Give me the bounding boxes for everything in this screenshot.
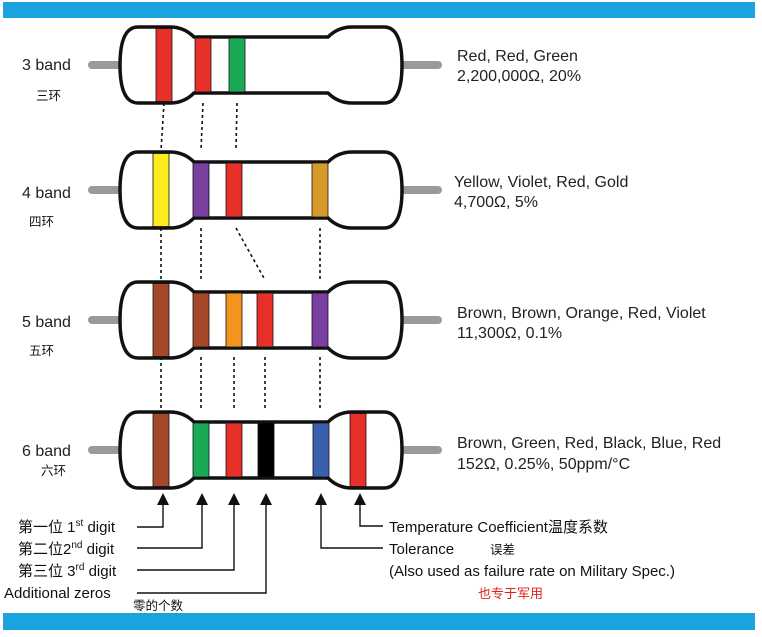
legend-digit1: 第一位 1st digit xyxy=(18,518,116,536)
color-band-green xyxy=(228,37,246,93)
lead-left xyxy=(88,186,122,194)
top-blue-bar xyxy=(3,2,755,18)
arrowhead-tempco xyxy=(354,493,366,505)
lead-left xyxy=(88,316,122,324)
color-band-violet xyxy=(311,292,329,348)
reading-value-6: 152Ω, 0.25%, 50ppm/°C xyxy=(457,456,630,473)
legend-tempco: Temperature Coefficient温度系数 xyxy=(389,519,608,536)
resistor-group xyxy=(88,25,442,490)
arrow-tolerance xyxy=(320,503,383,549)
band-cn-4: 四环 xyxy=(29,215,54,229)
arrow-tempco xyxy=(359,503,383,527)
legend-arrows xyxy=(137,503,383,594)
color-band-orange xyxy=(225,292,243,348)
color-band-red xyxy=(155,28,173,102)
color-band-red xyxy=(194,37,212,93)
arrowhead-digit3 xyxy=(228,493,240,505)
band-label-3: 3 band xyxy=(22,57,71,74)
legend-military-cn: 也专于军用 xyxy=(478,586,543,601)
lead-left xyxy=(88,61,122,69)
arrowhead-digit2 xyxy=(196,493,208,505)
color-band-red xyxy=(225,162,243,218)
band-label-4: 4 band xyxy=(22,185,71,202)
band-label-6: 6 band xyxy=(22,443,71,460)
legend-zeros: Additional zeros xyxy=(4,585,111,602)
legend-digit3: 第三位 3rd digit xyxy=(18,562,117,580)
reading-colors-4: Yellow, Violet, Red, Gold xyxy=(454,174,628,191)
band-cn-3: 三环 xyxy=(36,89,61,103)
reading-colors-6: Brown, Green, Red, Black, Blue, Red xyxy=(457,435,721,452)
color-band-blue xyxy=(312,422,330,478)
reading-colors-3: Red, Red, Green xyxy=(457,48,578,65)
color-band-gold xyxy=(311,162,329,218)
legend-military: (Also used as failure rate on Military S… xyxy=(389,563,675,580)
arrowhead-digit1 xyxy=(157,493,169,505)
lead-right xyxy=(400,446,442,454)
resistor-3-band xyxy=(88,25,442,105)
color-band-brown xyxy=(192,292,210,348)
lead-right xyxy=(400,186,442,194)
lead-right xyxy=(400,316,442,324)
band-cn-6: 六环 xyxy=(41,464,66,478)
lead-right xyxy=(400,61,442,69)
band-connectors xyxy=(160,102,321,408)
legend-tolerance-cn: 误差 xyxy=(490,543,515,557)
connector-line xyxy=(200,102,204,151)
legend-zeros-cn: 零的个数 xyxy=(133,598,184,613)
color-band-black xyxy=(257,422,275,478)
resistor-body xyxy=(118,150,404,230)
legend-digit2: 第二位2nd digit xyxy=(18,540,115,558)
arrow-digit3 xyxy=(137,503,235,571)
connector-line xyxy=(235,227,266,281)
reading-value-3: 2,200,000Ω, 20% xyxy=(457,68,581,85)
connector-line xyxy=(160,102,165,151)
color-band-brown xyxy=(152,283,170,357)
resistor-5-band xyxy=(88,280,442,360)
bottom-blue-bar xyxy=(3,613,755,630)
color-band-brown xyxy=(152,413,170,487)
arrow-digit2 xyxy=(137,503,203,549)
arrowhead-zeros xyxy=(260,493,272,505)
color-band-red xyxy=(225,422,243,478)
arrow-digit1 xyxy=(137,503,164,528)
color-band-violet xyxy=(192,162,210,218)
color-band-green xyxy=(192,422,210,478)
band-label-5: 5 band xyxy=(22,314,71,331)
connector-line xyxy=(235,102,238,151)
band-cn-5: 五环 xyxy=(29,344,54,358)
reading-colors-5: Brown, Brown, Orange, Red, Violet xyxy=(457,305,706,322)
resistor-body xyxy=(118,25,404,105)
arrowhead-tolerance xyxy=(315,493,327,505)
arrowheads xyxy=(157,493,366,505)
lead-left xyxy=(88,446,122,454)
legend-tolerance: Tolerance xyxy=(389,541,454,558)
color-band-red xyxy=(256,292,274,348)
color-band-yellow xyxy=(152,153,170,227)
resistor-6-band xyxy=(88,410,442,490)
resistor-4-band xyxy=(88,150,442,230)
reading-value-4: 4,700Ω, 5% xyxy=(454,194,538,211)
arrow-zeros xyxy=(137,503,267,594)
color-band-red xyxy=(349,413,367,487)
reading-value-5: 11,300Ω, 0.1% xyxy=(457,325,562,342)
